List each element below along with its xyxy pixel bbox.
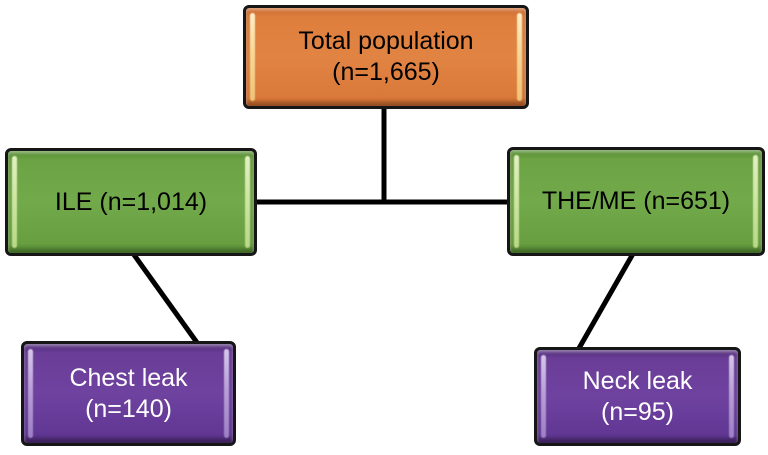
connector-theme-neck (575, 250, 637, 352)
node-chest-leak-label-line2: (n=140) (85, 394, 172, 423)
node-ile: ILE (n=1,014) (5, 148, 257, 256)
node-total-population-label-line1: Total population (298, 27, 474, 55)
node-chest-leak: Chest leak (n=140) (21, 341, 236, 446)
connector-ile-chest (129, 250, 201, 346)
node-neck-leak-label-line2: (n=95) (601, 397, 674, 426)
node-the-me: THE/ME (n=651) (507, 147, 765, 256)
node-neck-leak: Neck leak (n=95) (534, 347, 741, 446)
node-chest-leak-label-line1: Chest leak (69, 363, 188, 392)
node-total-population: Total population (n=1,665) (243, 5, 529, 109)
node-ile-label-line1: ILE (n=1,014) (54, 187, 208, 216)
node-total-population-label-line2: (n=1,665) (332, 58, 440, 86)
node-the-me-label-line1: THE/ME (n=651) (541, 187, 731, 215)
node-neck-leak-label-line1: Neck leak (582, 366, 693, 395)
